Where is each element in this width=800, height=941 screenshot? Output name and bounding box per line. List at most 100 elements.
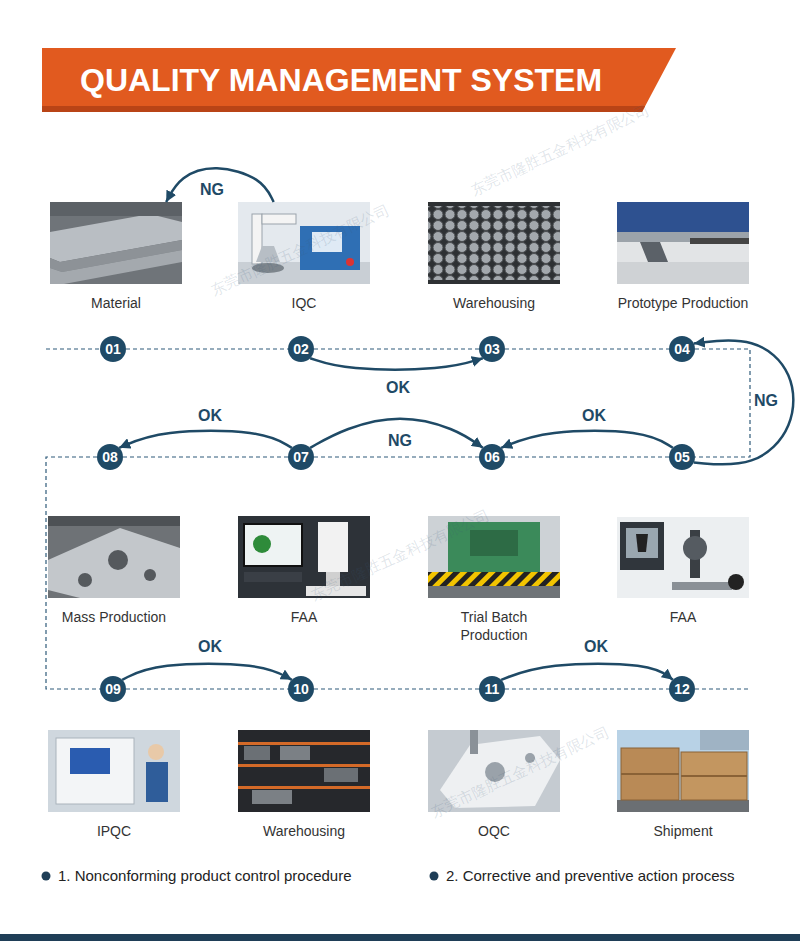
step-card: IPQC xyxy=(48,730,180,840)
bullet-dot xyxy=(430,872,439,881)
warehouse-photo xyxy=(238,764,370,767)
step-number-text: 04 xyxy=(674,341,690,357)
step-card: Warehousing xyxy=(238,730,370,840)
bullet-dot xyxy=(42,872,51,881)
flow-arrow xyxy=(310,358,483,369)
edge-label: OK xyxy=(195,407,225,425)
step-number: 08 xyxy=(97,444,123,470)
dashed-track xyxy=(695,349,750,457)
shipping-crate-photo xyxy=(700,730,749,750)
title-banner xyxy=(42,48,676,112)
edge-label: OK xyxy=(579,407,609,425)
flow-arrow xyxy=(501,431,673,448)
step-number: 03 xyxy=(479,336,505,362)
flow-arrow xyxy=(694,340,794,464)
steel-sheet-photo xyxy=(50,202,182,216)
shipping-crate-photo xyxy=(681,752,747,800)
connectors xyxy=(46,168,793,689)
edge-label: NG xyxy=(197,181,227,199)
title-banner xyxy=(42,106,645,112)
measuring-machine-photo xyxy=(318,522,348,572)
step-number-text: 01 xyxy=(105,341,121,357)
title-banner xyxy=(42,48,676,112)
watermark: 东莞市隆胜五金科技有限公司 xyxy=(208,201,392,300)
watermark: 东莞市隆胜五金科技有限公司 xyxy=(428,723,612,822)
steel-sheet-photo xyxy=(50,202,182,284)
step-label: Warehousing xyxy=(238,822,370,840)
microscope-photo xyxy=(620,522,664,570)
inspection-photo xyxy=(262,214,296,224)
edge-label: OK xyxy=(195,638,225,656)
step-label: FAA xyxy=(617,608,749,626)
stamped-part-photo xyxy=(48,516,180,598)
step-number: 11 xyxy=(479,676,505,702)
step-label: IQC xyxy=(238,294,370,312)
dashed-track xyxy=(46,349,750,689)
step-label: Prototype Production xyxy=(617,294,749,312)
dashed-track xyxy=(126,348,288,349)
step-number-text: 06 xyxy=(484,449,500,465)
microscope-photo xyxy=(672,582,732,590)
measuring-machine-photo xyxy=(253,535,271,553)
step-number-text: 08 xyxy=(102,449,118,465)
measuring-machine-photo xyxy=(244,524,302,566)
footer-bar xyxy=(0,934,800,941)
step-card: Warehousing xyxy=(428,202,560,312)
step-number: 07 xyxy=(288,444,314,470)
step-number-text: 05 xyxy=(674,449,690,465)
shipping-crate-photo xyxy=(621,773,679,775)
shipping-crate-photo xyxy=(617,730,749,812)
microscope-photo xyxy=(683,536,707,560)
stamped-part-photo xyxy=(48,516,180,598)
step-label: Mass Production xyxy=(48,608,180,626)
step-label: OQC xyxy=(428,822,560,840)
dashed-track xyxy=(314,348,479,349)
edge-label: OK xyxy=(383,379,413,397)
stamped-part-photo xyxy=(144,569,156,581)
step-number: 06 xyxy=(479,444,505,470)
stamped-part-photo xyxy=(48,528,180,598)
step-card: Prototype Production xyxy=(617,202,749,312)
warehouse-photo xyxy=(238,730,370,812)
microscope-photo xyxy=(617,517,749,598)
step-number: 01 xyxy=(100,336,126,362)
step-label: Trial Batch Production xyxy=(428,608,560,644)
warehouse-photo xyxy=(238,742,370,745)
shipping-crate-photo xyxy=(681,775,747,777)
stamped-part-photo xyxy=(78,573,92,587)
note: 2. Corrective and preventive action proc… xyxy=(446,866,734,886)
bar-stock-photo xyxy=(428,206,560,280)
dashed-track xyxy=(505,456,669,457)
dashed-track xyxy=(46,457,100,689)
shipping-crate-photo xyxy=(617,730,749,812)
process-inspection-photo xyxy=(146,762,168,802)
step-card: Shipment xyxy=(617,730,749,840)
step-number: 12 xyxy=(669,676,695,702)
microscope-photo xyxy=(728,574,744,590)
prototype-photo xyxy=(690,238,749,244)
step-number: 02 xyxy=(288,336,314,362)
measuring-machine-photo xyxy=(244,572,302,582)
flow-arrow xyxy=(122,664,292,680)
step-number-text: 09 xyxy=(105,681,121,697)
inspection-photo xyxy=(346,258,354,266)
step-label: Shipment xyxy=(617,822,749,840)
dashed-track xyxy=(46,348,100,349)
flow-arrow xyxy=(119,431,292,448)
step-number-text: 03 xyxy=(484,341,500,357)
edge-label: NG xyxy=(751,392,781,410)
prototype-photo xyxy=(617,202,749,232)
stamped-part-photo xyxy=(48,516,180,526)
process-inspection-photo xyxy=(148,744,164,760)
finished-part-photo xyxy=(470,730,478,754)
edge-label: NG xyxy=(385,432,415,450)
press-machine-photo xyxy=(428,572,560,586)
process-inspection-photo xyxy=(48,730,180,812)
process-inspection-photo xyxy=(48,730,180,812)
press-machine-photo xyxy=(428,586,560,598)
stamped-part-photo xyxy=(108,550,128,570)
prototype-photo xyxy=(617,262,749,284)
watermark: 东莞市隆胜五金科技有限公司 xyxy=(308,506,492,605)
